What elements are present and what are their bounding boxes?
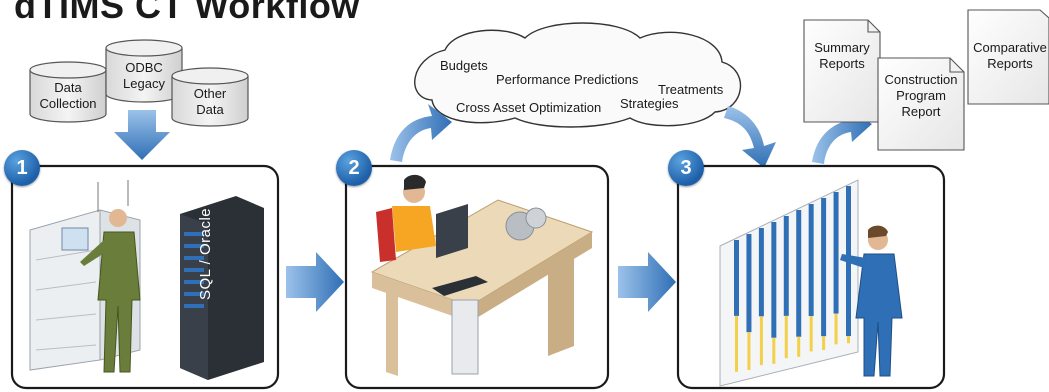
curved-arrow-from-cloud-icon bbox=[724, 106, 776, 168]
cloud-item-treatments: Treatments bbox=[658, 82, 724, 97]
source-label-data-collection: Data Collection bbox=[39, 80, 97, 111]
cloud-shape bbox=[414, 22, 741, 128]
step-number-badge-2: 2 bbox=[336, 150, 372, 186]
board-bar-yellow bbox=[797, 336, 801, 357]
report-document-construction bbox=[877, 57, 965, 151]
server-rack-label: SQL / Oracle bbox=[197, 207, 214, 300]
board-bar-blue bbox=[833, 192, 839, 314]
right-arrow-icon bbox=[286, 252, 344, 312]
source-label-other-data: Other Data bbox=[193, 86, 227, 117]
board-bar-blue bbox=[758, 228, 764, 317]
step-number-badge-1: 1 bbox=[4, 150, 40, 186]
database-cylinder-other-data bbox=[171, 67, 249, 127]
page-title: dTIMS CT Workflow bbox=[14, 0, 360, 26]
report-label-summary: Summary Reports bbox=[814, 40, 870, 71]
board-bar-yellow bbox=[822, 336, 826, 351]
board-bar-blue bbox=[796, 210, 802, 337]
source-label-odbc-legacy: ODBC Legacy bbox=[123, 60, 165, 91]
presentation-board-illustration bbox=[719, 179, 903, 387]
cloud-item-cross-asset-optimization: Cross Asset Optimization bbox=[456, 100, 602, 115]
report-document-comparative bbox=[967, 9, 1049, 105]
step-number-badge-3: 3 bbox=[668, 150, 704, 186]
board-bar-yellow bbox=[847, 336, 850, 344]
desk-illustration bbox=[370, 174, 594, 376]
database-cylinder-data-collection bbox=[29, 61, 107, 123]
right-arrow-icon bbox=[618, 252, 676, 312]
report-label-comparative: Comparative Reports bbox=[973, 40, 1047, 71]
board-bar-yellow bbox=[772, 337, 776, 364]
board-bar-blue bbox=[808, 204, 814, 316]
server-room-illustration bbox=[29, 180, 264, 380]
board-bar-yellow bbox=[759, 316, 763, 366]
board-bar-yellow bbox=[735, 315, 738, 372]
board-bar-blue bbox=[734, 240, 739, 316]
board-bar-blue bbox=[771, 222, 777, 338]
cloud-item-budgets: Budgets bbox=[440, 58, 488, 73]
cloud-item-performance-predictions: Performance Predictions bbox=[496, 72, 639, 87]
down-arrow-icon bbox=[114, 110, 170, 160]
board-bar-blue bbox=[746, 234, 752, 333]
curved-arrow-to-cloud-icon bbox=[390, 104, 452, 162]
report-label-construction: Construction Program Report bbox=[884, 72, 958, 119]
board-bar-blue bbox=[783, 216, 789, 316]
board-bar-yellow bbox=[809, 315, 813, 352]
board-bar-blue bbox=[821, 198, 827, 337]
board-bar-yellow bbox=[747, 332, 751, 371]
cloud-item-strategies: Strategies bbox=[620, 96, 679, 111]
board-bar-yellow bbox=[834, 313, 838, 345]
board-bar-yellow bbox=[784, 315, 788, 359]
